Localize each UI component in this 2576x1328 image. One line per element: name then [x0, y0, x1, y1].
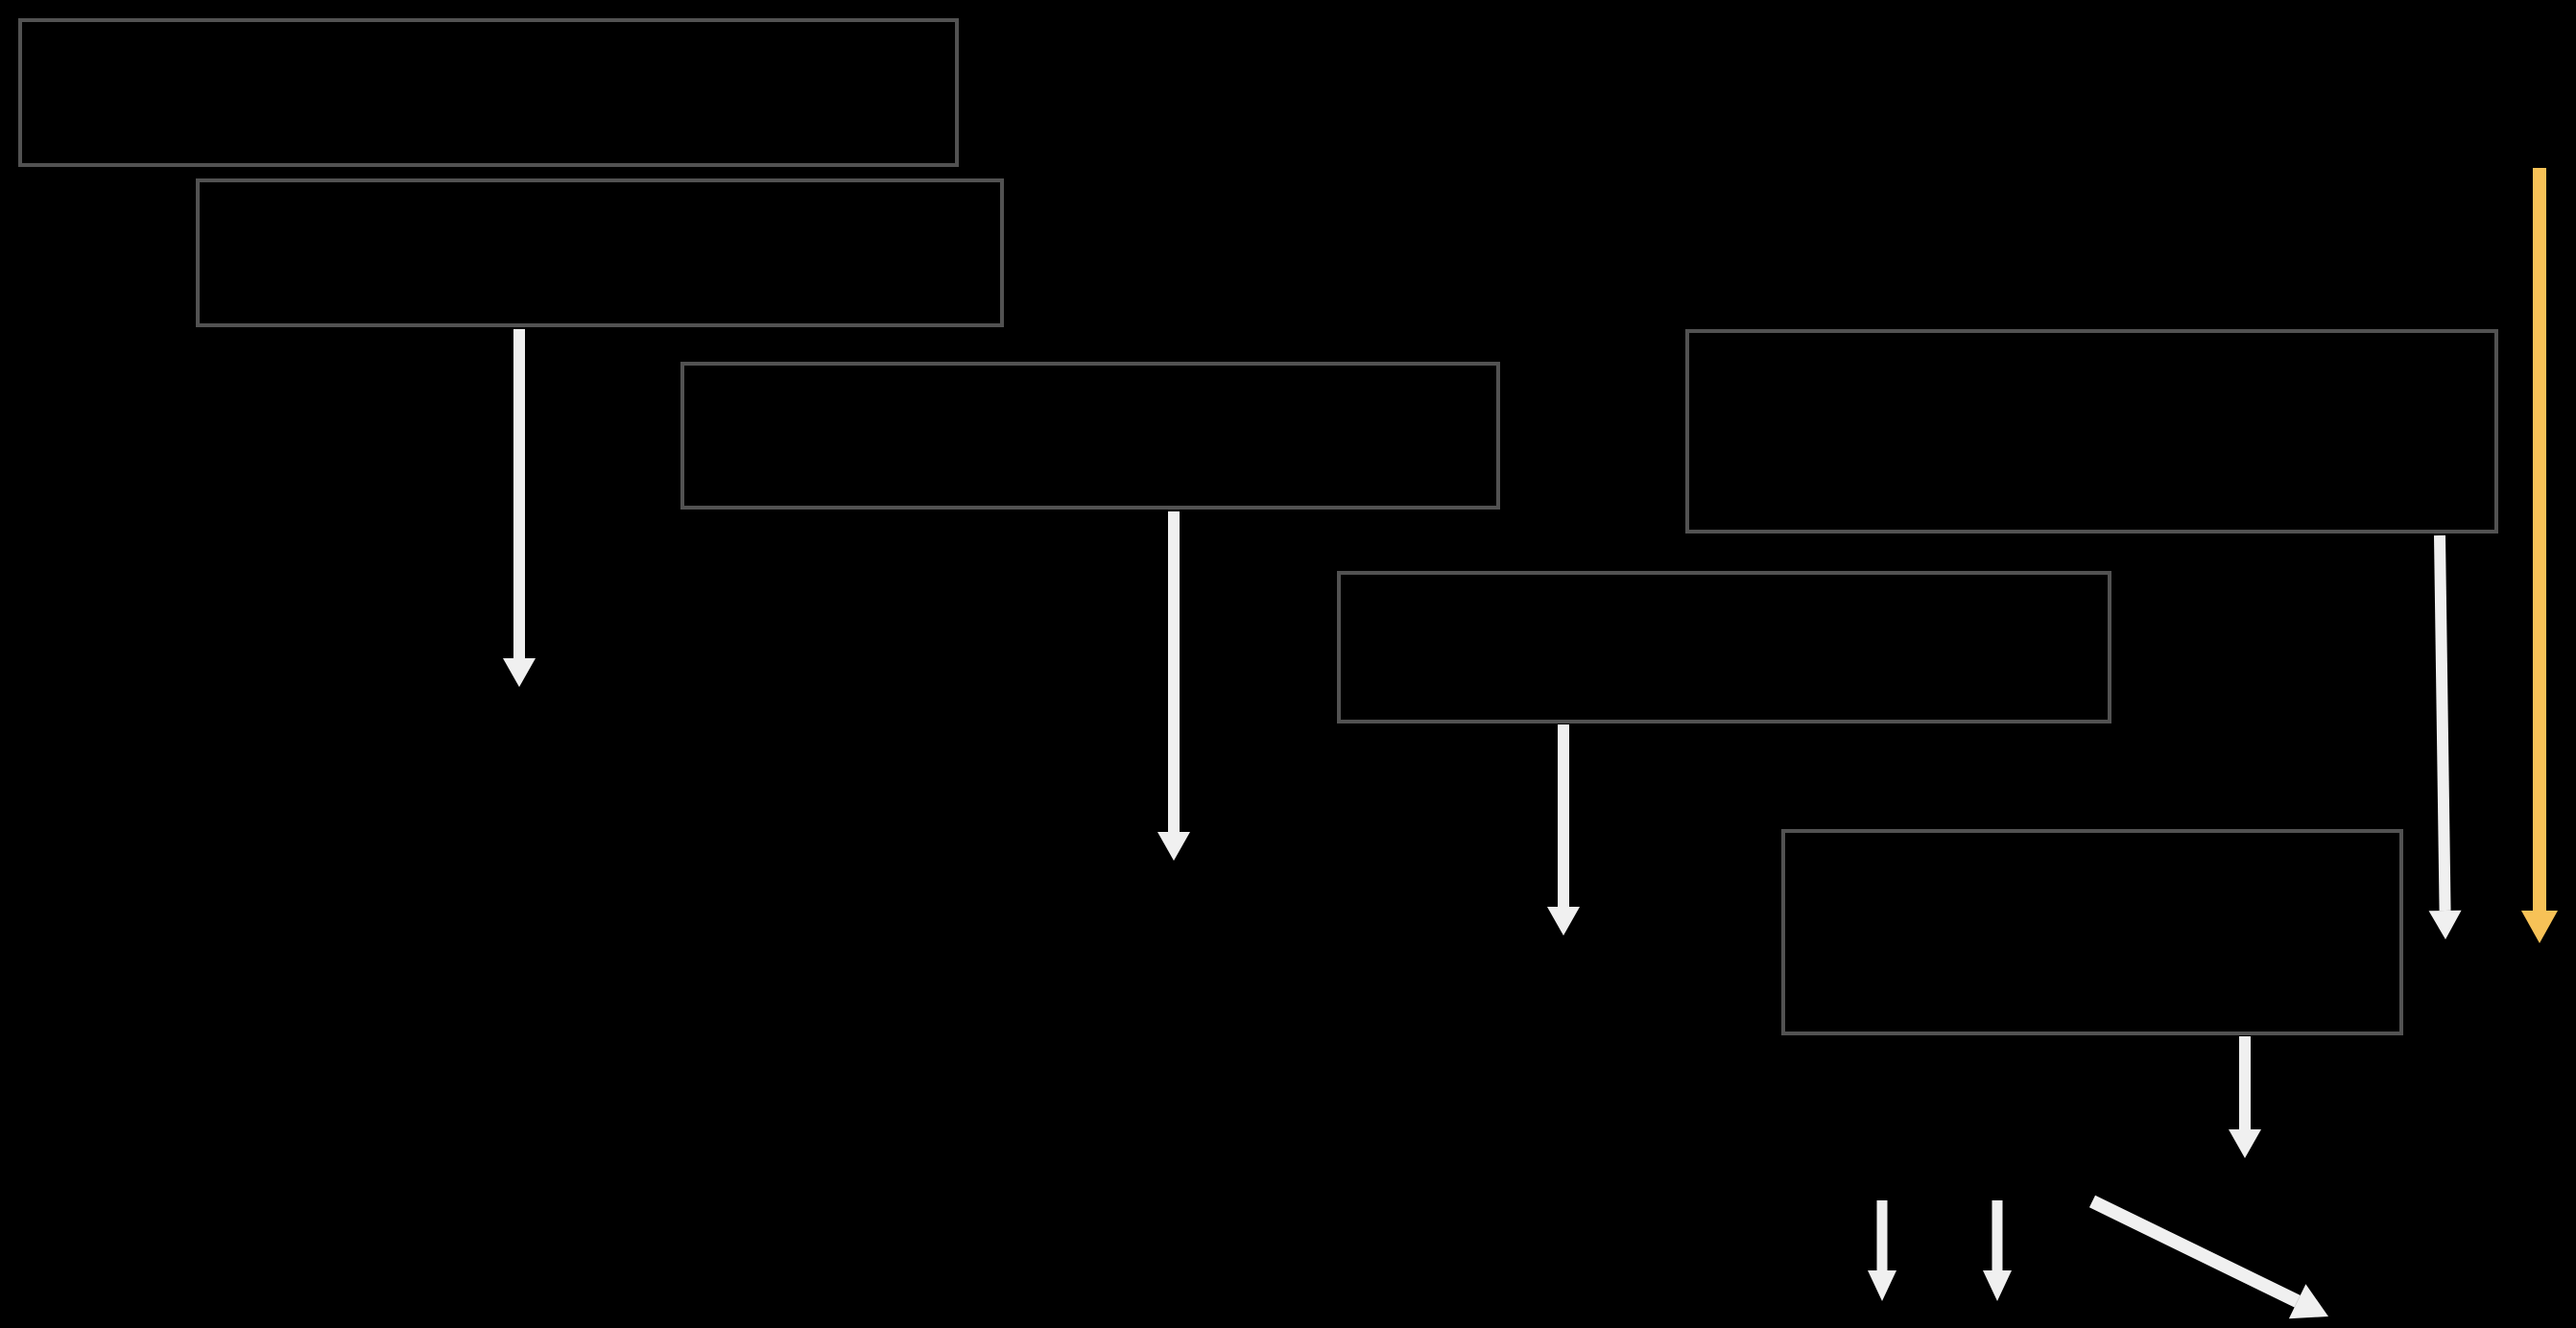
down-arrow-4 — [2428, 534, 2462, 939]
down-arrow-2 — [1157, 511, 1190, 861]
small-down-arrow-1 — [1868, 1200, 1896, 1301]
down-arrow-5 — [2229, 1036, 2261, 1158]
flow-box-5 — [1337, 571, 2111, 723]
flow-box-6 — [1781, 829, 2403, 1035]
down-arrow-3 — [1547, 724, 1580, 936]
down-arrow-1 — [503, 329, 536, 687]
flow-box-3 — [680, 362, 1500, 510]
small-down-arrow-2 — [1983, 1200, 2012, 1301]
flow-box-1 — [18, 18, 959, 167]
flow-box-2 — [196, 178, 1004, 327]
diagonal-arrow — [2088, 1195, 2328, 1319]
flow-box-4 — [1685, 329, 2498, 534]
accent-down-arrow — [2521, 168, 2558, 943]
